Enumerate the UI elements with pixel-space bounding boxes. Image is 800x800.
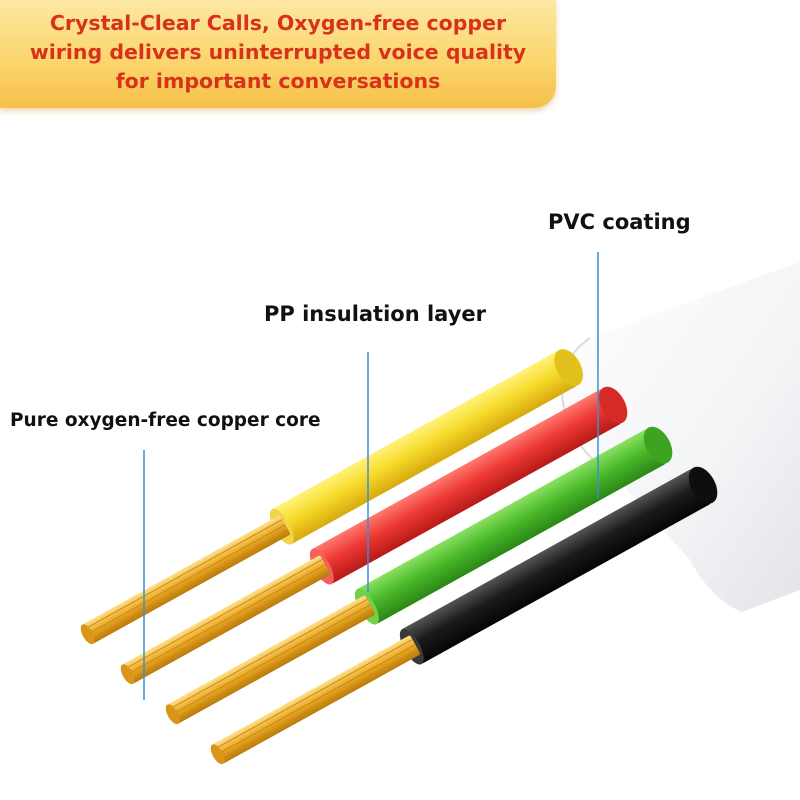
pvc-jacket [560, 262, 800, 612]
headline-line-3: for important conversations [115, 69, 441, 93]
label-pp-insulation: PP insulation layer [264, 302, 486, 326]
label-copper-core: Pure oxygen-free copper core [10, 410, 321, 431]
headline-banner: Crystal-Clear Calls, Oxygen-free copper … [0, 0, 556, 108]
label-pvc-coating: PVC coating [548, 210, 691, 234]
yellow-wire [80, 349, 583, 645]
headline-line-1: Crystal-Clear Calls, Oxygen-free copper [49, 11, 507, 35]
headline-line-2: wiring delivers uninterrupted voice qual… [29, 40, 527, 64]
black-wire [210, 466, 718, 765]
red-wire [120, 386, 628, 685]
green-wire [165, 426, 673, 725]
headline-text: Crystal-Clear Calls, Oxygen-free copper … [0, 9, 556, 96]
